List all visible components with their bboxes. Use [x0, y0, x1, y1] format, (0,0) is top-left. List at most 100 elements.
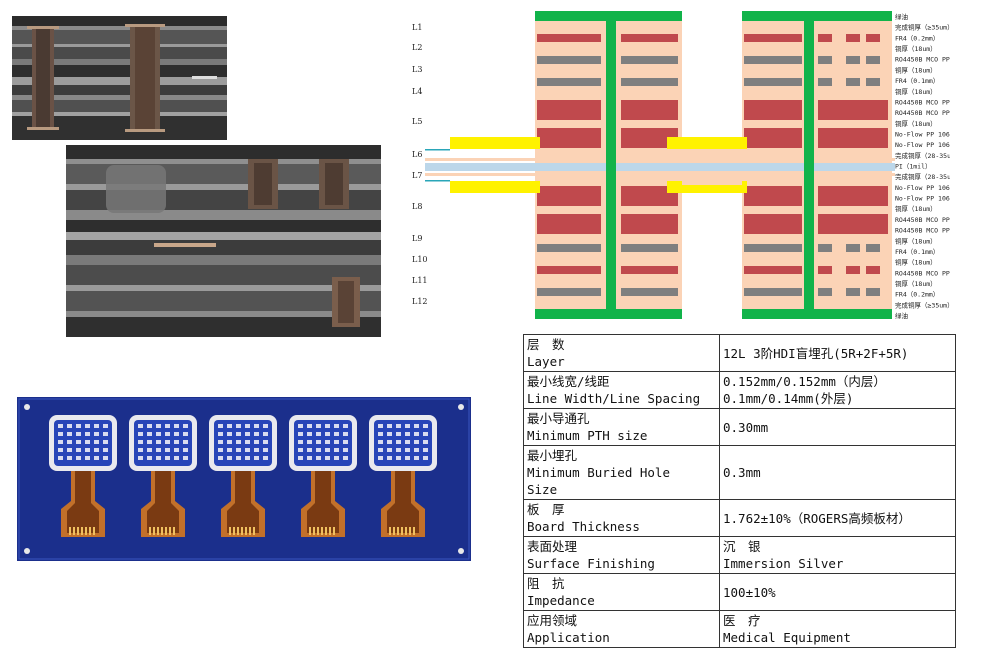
- material-label: 铜厚（18um）: [895, 44, 937, 53]
- spec-value: 12L 3阶HDI盲埋孔(5R+2F+5R): [719, 334, 956, 372]
- stack-layer: [742, 55, 892, 65]
- stack-layer: [742, 33, 892, 43]
- material-label: RO4450B MCO PP: [895, 227, 950, 235]
- stack-layer: [742, 11, 892, 21]
- copper-pad: [621, 266, 678, 274]
- copper-pad: [621, 78, 678, 86]
- spec-value: 沉 银 Immersion Silver: [719, 536, 956, 574]
- stack-layer: [742, 275, 892, 287]
- copper-pad: [818, 266, 832, 274]
- layer-label: L3: [412, 65, 422, 74]
- spec-value-line: 1.762±10%（ROGERS高频板材）: [723, 510, 911, 526]
- stack-layer: [742, 297, 892, 309]
- spec-value-line: 0.30mm: [723, 419, 769, 435]
- copper-pad: [866, 34, 880, 42]
- spec-value-line: 12L 3阶HDI盲埋孔(5R+2F+5R): [723, 345, 909, 361]
- through-via: [606, 21, 616, 309]
- stack-layer: [742, 43, 892, 55]
- spec-label-zh: 最小线宽/线距: [527, 374, 610, 389]
- material-label: 铜厚（18um）: [895, 236, 937, 245]
- copper-pad: [537, 128, 601, 148]
- layer-label: L1: [412, 23, 422, 32]
- copper-pad: [818, 78, 832, 86]
- material-label: FR4（0.2mm）: [895, 291, 939, 299]
- copper-pad: [818, 244, 832, 252]
- material-label: No-Flow PP 106: [895, 141, 950, 149]
- flex-board-unit: [209, 415, 277, 537]
- copper-pad: [866, 266, 880, 274]
- copper-pad: [866, 244, 880, 252]
- copper-pad: [537, 244, 601, 252]
- material-label: 铜厚（18um）: [895, 258, 937, 267]
- copper-pad: [621, 186, 678, 206]
- copper-pad: [818, 56, 832, 64]
- copper-pad: [744, 186, 802, 206]
- spec-label-zh: 最小埋孔: [527, 448, 578, 463]
- spec-label-en: Minimum Buried Hole: [527, 465, 670, 480]
- copper-pad: [621, 56, 678, 64]
- material-label: FR4（0.1mm）: [895, 248, 939, 256]
- layer-label: L9: [412, 234, 422, 243]
- copper-pad: [537, 56, 601, 64]
- spec-value-line: Immersion Silver: [723, 556, 844, 571]
- layer-label: L6: [412, 150, 422, 159]
- material-label: 铜厚（18um）: [895, 119, 937, 128]
- layer-label: L4: [412, 87, 422, 96]
- copper-pad: [744, 288, 802, 296]
- spec-label-en2: Size: [527, 482, 558, 497]
- material-label: FR4（0.1mm）: [895, 77, 939, 85]
- stack-layer: [742, 207, 892, 213]
- stack-layer: [742, 235, 892, 243]
- spec-value-line: 沉 银: [723, 539, 761, 554]
- stack-layer: [742, 265, 892, 275]
- panel-image: [17, 397, 471, 561]
- spec-value-line: 0.1mm/0.14mm(外层): [723, 391, 854, 406]
- copper-pad: [818, 288, 832, 296]
- stack-layer: [742, 253, 892, 265]
- spec-label-en: Minimum PTH size: [527, 428, 648, 443]
- stack-layer: [742, 309, 892, 319]
- copper-pad: [621, 214, 678, 234]
- material-label: PI（1mil）: [895, 163, 931, 171]
- copper-pad: [818, 34, 832, 42]
- stack-layer: [742, 121, 892, 127]
- copper-pad: [866, 56, 880, 64]
- material-label: FR4（0.2mm）: [895, 34, 939, 42]
- spec-label-zh: 层 数: [527, 337, 565, 352]
- copper-pad: [744, 214, 802, 234]
- material-label: 完成铜厚（28-35um）: [895, 172, 950, 181]
- stackup-diagram: L1L2L3L4L5L6L7L8L9L10L11L12绿油完成铜厚（≥35um）…: [412, 11, 950, 320]
- copper-pad: [744, 100, 802, 120]
- stack-layer: [742, 65, 892, 77]
- layer-label: L11: [412, 276, 428, 285]
- spec-value-line: 100±10%: [723, 584, 776, 600]
- flex-board-unit: [129, 415, 197, 537]
- spec-label-zh: 表面处理: [527, 539, 578, 554]
- copper-pad: [621, 34, 678, 42]
- spec-value-line: Medical Equipment: [723, 630, 851, 645]
- spec-value: 1.762±10%（ROGERS高频板材）: [719, 499, 956, 537]
- flex-board-units: [49, 415, 437, 537]
- layer-label: L2: [412, 43, 422, 52]
- copper-pad: [846, 266, 860, 274]
- material-label: 绿油: [895, 311, 908, 320]
- copper-pad: [818, 100, 888, 120]
- spec-label-zh: 板 厚: [527, 502, 565, 517]
- spec-value: 0.3mm: [719, 445, 956, 500]
- spec-label-en: Application: [527, 630, 610, 645]
- copper-pad: [537, 34, 601, 42]
- copper-pad: [537, 78, 601, 86]
- spec-value-line: 0.152mm/0.152mm（内层）: [723, 374, 886, 389]
- material-label: RO4450B MCO PP: [895, 98, 950, 106]
